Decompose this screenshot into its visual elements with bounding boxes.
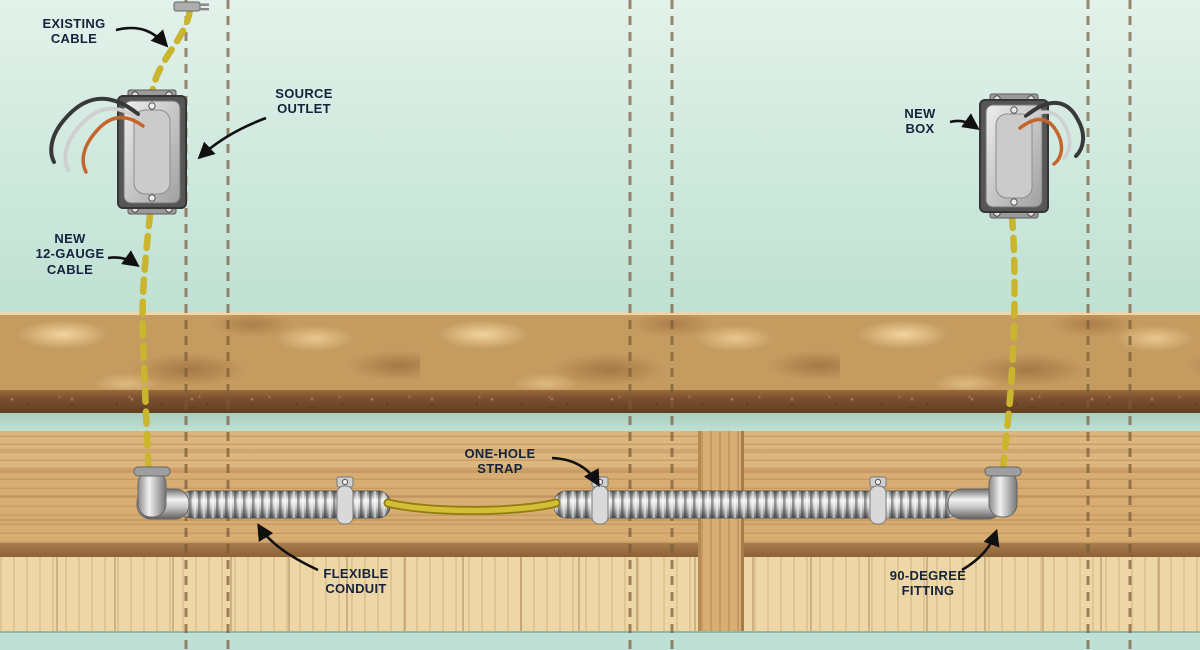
label-one-hole-strap: ONE-HOLE STRAP [464,446,536,477]
elbow-fitting-right [947,466,1022,520]
source-outlet-wires [49,96,145,174]
cable-clamp [173,1,209,12]
black-wire [1024,100,1085,158]
existing-cable-run [148,6,194,96]
label-source-outlet: SOURCE OUTLET [275,86,333,117]
wall-gap-under-counter [0,413,1200,431]
one-hole-strap [591,476,609,525]
cables-hidden [139,6,1018,475]
white-wire [63,106,142,172]
arrow-new-cable [107,250,140,267]
new-cable-left-drop [139,210,154,475]
arrow-new-box [949,113,980,130]
label-new-box: NEW BOX [904,106,936,137]
callout-arrows [107,26,1000,572]
label-ninety-degree-fitting: 90-DEGREE FITTING [889,568,967,599]
white-wire [1021,110,1072,160]
arrow-flexible-conduit [257,523,319,572]
elbow-fitting-left [133,466,190,520]
flexible-conduit [179,490,959,519]
wall-strip-bottom [0,631,1200,650]
center-stile [698,431,744,631]
arrow-one-hole-strap [551,456,600,487]
red-wire [81,115,145,174]
red-wire [1018,117,1064,166]
label-new-12-gauge-cable: NEW 12-GAUGE CABLE [35,231,105,277]
new-box-wires [1018,100,1085,166]
one-hole-strap [869,476,887,525]
cabinet-back-panel [0,557,1200,631]
label-flexible-conduit: FLEXIBLE CONDUIT [323,566,389,597]
exposed-cable [383,498,561,515]
one-hole-straps [336,476,887,525]
label-existing-cable: EXISTING CABLE [42,16,106,47]
cabinet-shadow-band [0,543,1200,557]
black-wire [49,96,140,164]
one-hole-strap [336,476,354,525]
countertop [0,312,1200,390]
stud-lines [184,0,1132,650]
countertop-edge [0,390,1200,413]
arrow-source-outlet [197,116,267,160]
new-cable-right-drop [999,212,1018,474]
arrow-existing-cable [115,26,169,48]
cabinet-rail-upper [0,431,1200,469]
arrow-ninety-fitting [961,528,1000,572]
